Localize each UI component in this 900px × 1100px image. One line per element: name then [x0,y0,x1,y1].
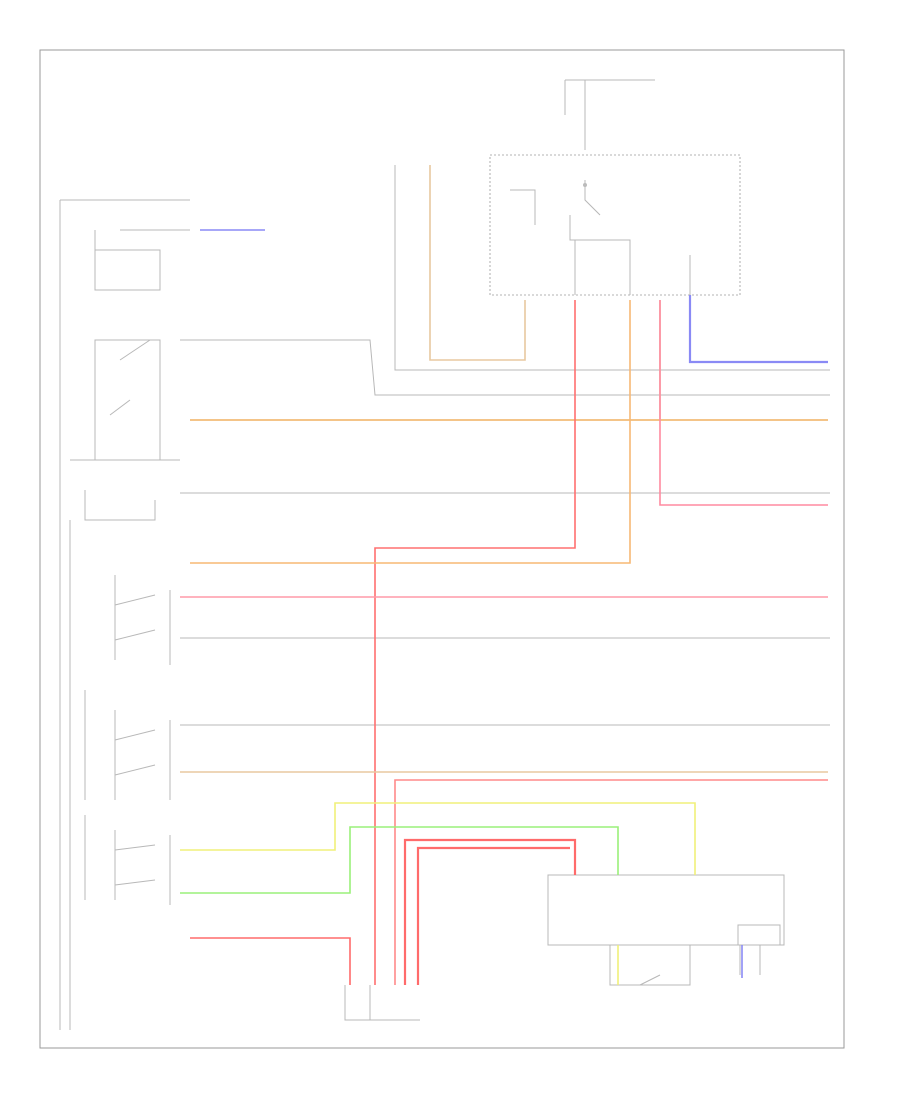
wire-red-low [394,779,828,985]
wire-red-bottom-2 [416,846,570,985]
diagram-frame [39,49,845,1049]
wire-pink-right [659,300,828,506]
wire-orange-mid [190,300,631,564]
power-module-box [489,79,741,296]
wire-green [180,826,619,894]
switch-bank [69,490,171,1030]
wire-red-left-2 [190,937,351,985]
wire-blue [688,295,828,364]
relay-top-left [59,199,190,1030]
wire-red-bottom [403,838,577,985]
wire-yellow [180,802,696,875]
colored-wires [180,165,828,985]
bottom-module-box [344,874,785,1021]
wire-tan-top [429,165,526,361]
wire-red-left [374,300,576,985]
gray-wires [180,165,830,726]
